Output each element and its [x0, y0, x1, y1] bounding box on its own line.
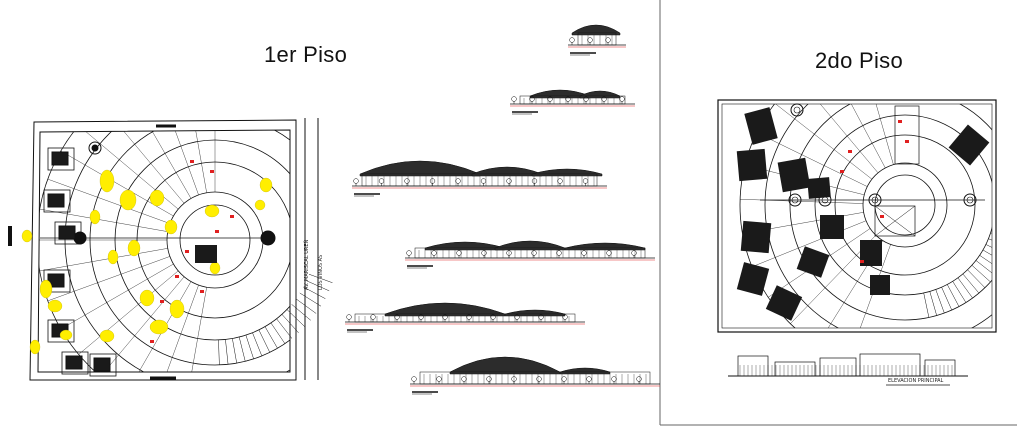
first-floor-plan: AV. MARISCAL UREÑ LOS VINOS AS [8, 118, 333, 381]
second-floor-title: 2do Piso [815, 48, 904, 73]
elevation-caption: ELEVACION PRINCIPAL [888, 378, 944, 384]
main-elevation: ELEVACION PRINCIPAL [728, 353, 968, 386]
plan-yellow-fills [21, 169, 273, 355]
second-floor-rings [739, 103, 992, 328]
street-label-main: AV. MARISCAL UREÑ [303, 240, 310, 290]
elevation-drawings [345, 24, 660, 395]
street-label-side: LOS VINOS AS [318, 255, 324, 290]
second-floor-plan [717, 99, 997, 333]
sheet-divider [659, 0, 1017, 426]
plan-red-marks [150, 160, 234, 343]
second-floor-blocks [736, 105, 990, 321]
circular-plan-rings [38, 130, 333, 377]
first-floor-title: 1er Piso [264, 42, 348, 67]
